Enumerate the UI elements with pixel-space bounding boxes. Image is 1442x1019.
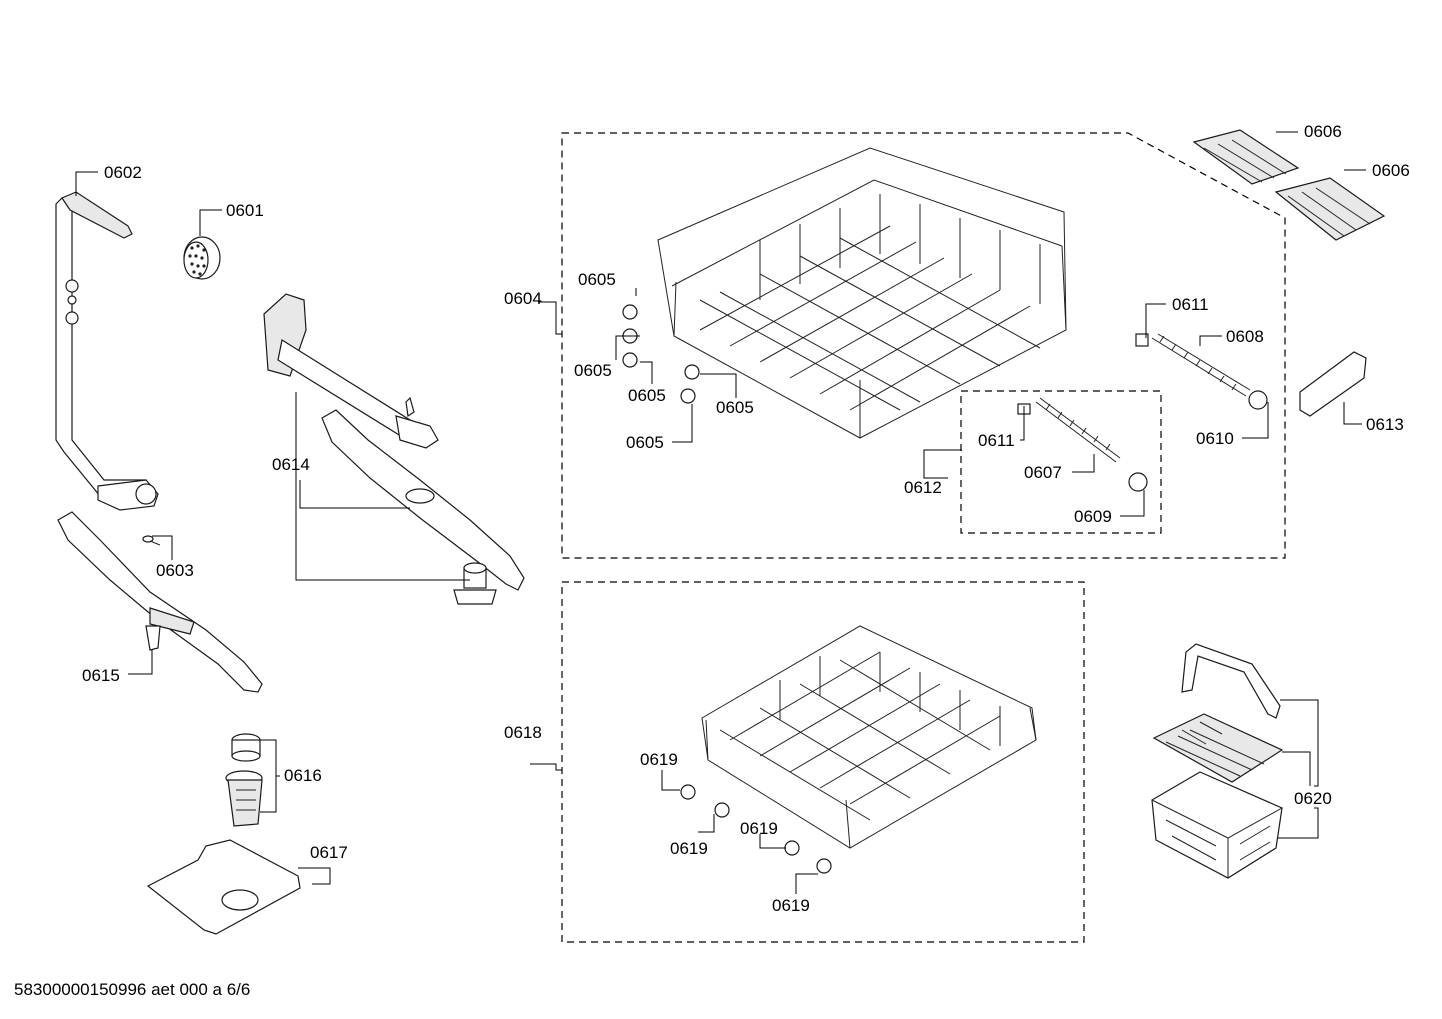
filter-cylinder: [225, 733, 263, 827]
label-0605-a: 0605: [578, 270, 616, 289]
label-0603: 0603: [156, 561, 194, 580]
rack-adjuster-bar: [1135, 333, 1268, 410]
lower-rack: [701, 625, 1037, 849]
upper-rack: [657, 147, 1067, 439]
nozzle-cap: [183, 236, 221, 280]
label-0610: 0610: [1196, 429, 1234, 448]
rack-handle: [1299, 351, 1367, 417]
label-0619-c: 0619: [740, 819, 778, 838]
label-0615: 0615: [82, 666, 120, 685]
upper-rack-assembly-frame: [561, 132, 1286, 559]
label-0611-a: 0611: [1172, 295, 1209, 314]
label-0620: 0620: [1294, 789, 1332, 808]
label-0604: 0604: [504, 289, 542, 308]
label-0606-b: 0606: [1372, 161, 1410, 180]
label-0616: 0616: [284, 766, 322, 785]
label-0605-d: 0605: [716, 398, 754, 417]
cutlery-basket: [1151, 643, 1284, 879]
label-0602: 0602: [104, 163, 142, 182]
cup-rack-right: [1274, 177, 1386, 241]
label-0607: 0607: [1024, 463, 1062, 482]
label-0606-a: 0606: [1304, 122, 1342, 141]
lower-spray-arm: [57, 511, 263, 693]
lower-rack-wheels: [680, 784, 832, 874]
screw: [142, 535, 161, 546]
label-0619-a: 0619: [640, 750, 678, 769]
label-0605-b: 0605: [574, 361, 612, 380]
cup-rack-left: [1192, 129, 1300, 185]
leader-lines: [75, 131, 1366, 894]
label-0617: 0617: [310, 843, 348, 862]
label-0619-b: 0619: [670, 839, 708, 858]
document-id: 58300000150996 aet 000 a 6/6: [14, 980, 251, 999]
label-0601: 0601: [226, 201, 264, 220]
rack-subassembly-frame: [960, 390, 1162, 534]
label-0613: 0613: [1366, 415, 1404, 434]
label-0619-d: 0619: [772, 896, 810, 915]
label-0608: 0608: [1226, 327, 1264, 346]
label-0611-b: 0611: [978, 431, 1015, 450]
lower-rack-assembly-frame: [561, 581, 1085, 943]
upper-spray-arm: [321, 409, 525, 591]
spray-arm-feed-pipe: [55, 191, 159, 511]
label-0612: 0612: [904, 478, 942, 497]
spray-arm-hub: [453, 562, 497, 605]
label-0614: 0614: [272, 455, 310, 474]
flat-filter-plate: [146, 839, 301, 935]
label-0605-e: 0605: [626, 433, 664, 452]
label-0618: 0618: [504, 723, 542, 742]
label-0605-c: 0605: [628, 386, 666, 405]
label-0609: 0609: [1074, 507, 1112, 526]
upper-spray-arm-pipe: [263, 293, 439, 449]
